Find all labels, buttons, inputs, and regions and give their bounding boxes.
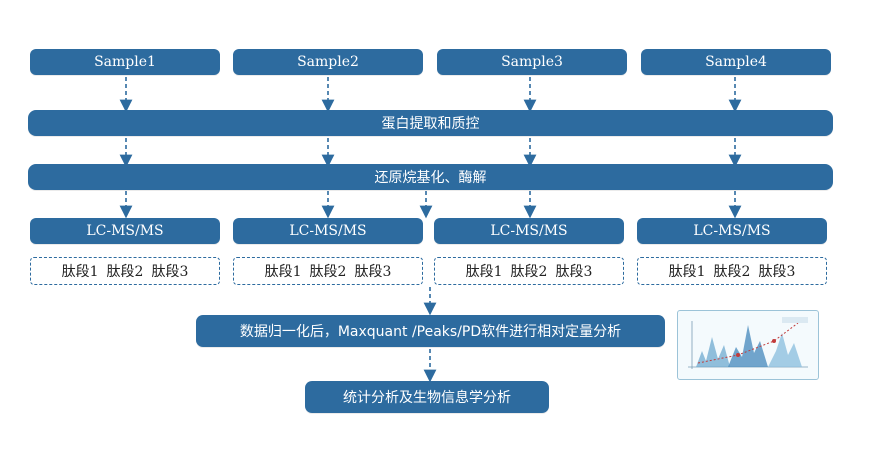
reduction-digestion-step: 还原烷基化、酶解 (28, 164, 833, 190)
peptide-label: 肽段3 (555, 264, 593, 280)
mass-spec-peaks-chart-icon (677, 310, 819, 380)
peptide-label: 肽段2 (106, 264, 144, 280)
peptide-label: 肽段2 (713, 264, 751, 280)
sample-box-2: Sample2 (233, 49, 423, 75)
lcms-box-1: LC-MS/MS (30, 218, 220, 244)
peptide-label: 肽段3 (758, 264, 796, 280)
peptide-label: 肽段1 (61, 264, 99, 280)
lcms-box-4: LC-MS/MS (637, 218, 827, 244)
bioinformatics-step: 统计分析及生物信息学分析 (305, 381, 549, 413)
peptide-label: 肽段3 (151, 264, 189, 280)
sample-box-3: Sample3 (437, 49, 627, 75)
peptide-group-1: 肽段1 肽段2 肽段3 (30, 257, 220, 285)
peptide-label: 肽段2 (510, 264, 548, 280)
lcms-box-3: LC-MS/MS (434, 218, 624, 244)
peptide-label: 肽段1 (668, 264, 706, 280)
peptide-label: 肽段2 (309, 264, 347, 280)
peptide-group-2: 肽段1 肽段2 肽段3 (233, 257, 423, 285)
quantification-step: 数据归一化后，Maxquant /Peaks/PD软件进行相对定量分析 (196, 315, 665, 347)
sample-box-4: Sample4 (641, 49, 831, 75)
peptide-label: 肽段1 (264, 264, 302, 280)
peptide-group-4: 肽段1 肽段2 肽段3 (637, 257, 827, 285)
sample-box-1: Sample1 (30, 49, 220, 75)
peptide-label: 肽段3 (354, 264, 392, 280)
peptide-label: 肽段1 (465, 264, 503, 280)
lcms-box-2: LC-MS/MS (233, 218, 423, 244)
protein-extraction-step: 蛋白提取和质控 (28, 110, 833, 136)
peptide-group-3: 肽段1 肽段2 肽段3 (434, 257, 624, 285)
